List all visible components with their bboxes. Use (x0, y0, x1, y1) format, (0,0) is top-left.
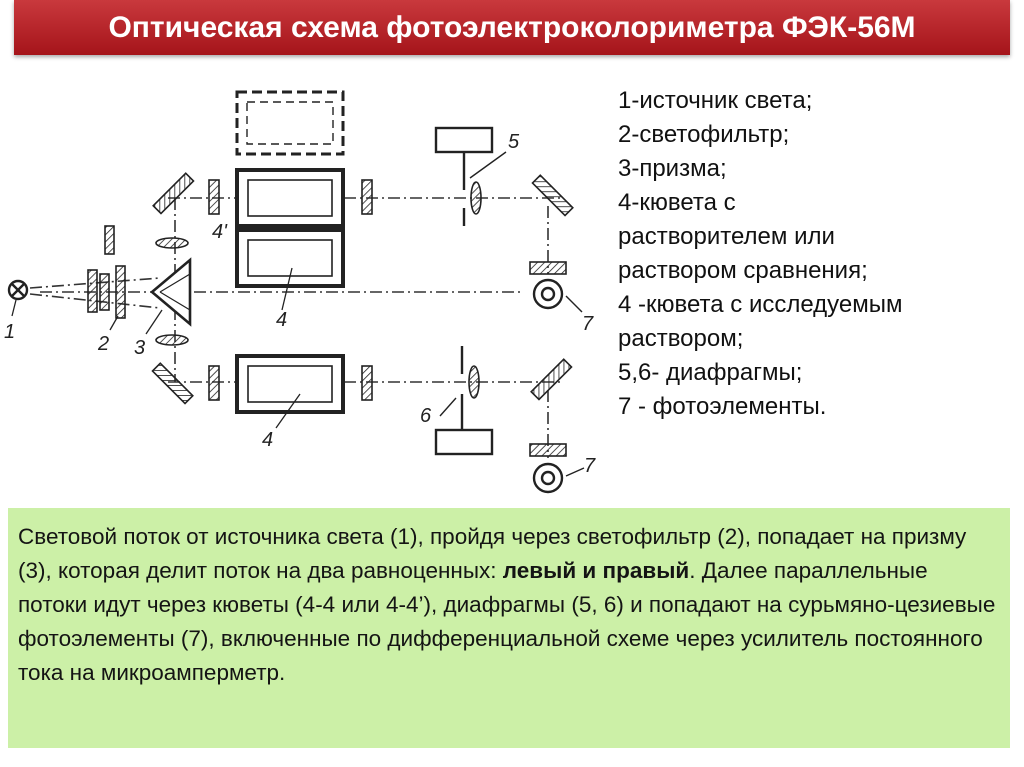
label-4-bottom: 4 (262, 429, 273, 451)
description-box: Световой поток от источника света (1), п… (8, 508, 1010, 748)
optical-scheme-diagram: 1 2 3 4' 4 4 5 6 7 7 (4, 90, 596, 494)
light-filter (87, 225, 126, 319)
spare-cuvette (235, 90, 345, 156)
legend-item: 3-призма; (618, 155, 727, 182)
label-4-middle: 4 (276, 309, 287, 331)
page-title: Оптическая схема фотоэлектроколориметра … (108, 10, 916, 44)
label-7-top: 7 (582, 313, 594, 335)
legend-item: 4-кювета с (618, 189, 736, 216)
description-text-2: . Далее параллельные потоки идут через к… (18, 558, 996, 685)
label-6: 6 (420, 405, 432, 427)
label-1: 1 (4, 321, 15, 343)
diaphragm-5 (434, 126, 507, 226)
label-2: 2 (97, 333, 109, 355)
prism (149, 257, 192, 327)
legend-list: 1-источник света; 2-светофильтр; 3-призм… (618, 84, 998, 424)
photocells (529, 261, 585, 494)
description-bold: левый и правый (502, 558, 690, 583)
diaphragm-6 (434, 346, 494, 456)
mirrors (151, 172, 574, 405)
label-3: 3 (134, 337, 145, 359)
legend-item: 2-светофильтр; (618, 121, 790, 148)
legend-item: раствором; (618, 325, 744, 352)
legend-item: 7 - фотоэлементы. (618, 393, 827, 420)
description-text-1: Световой поток от источника света (1), п… (18, 524, 967, 583)
light-source (7, 279, 29, 301)
legend-item: растворителем или (618, 223, 835, 250)
label-4-prime: 4' (212, 221, 228, 243)
label-5: 5 (508, 131, 520, 153)
legend-item: 1-источник света; (618, 87, 813, 114)
title-bar: Оптическая схема фотоэлектроколориметра … (14, 0, 1010, 55)
label-7-bottom: 7 (584, 455, 596, 477)
cuvettes (235, 168, 345, 414)
legend-item: 4 -кювета с исследуемым (618, 291, 903, 318)
legend-item: раствором сравнения; (618, 257, 868, 284)
legend-item: 5,6- диафрагмы; (618, 359, 803, 386)
